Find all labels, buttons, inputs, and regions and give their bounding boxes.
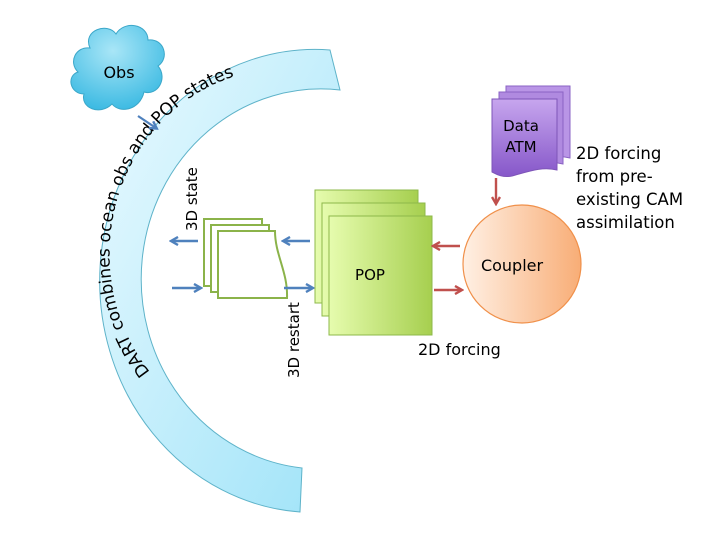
cam-note-line: from pre-	[576, 167, 653, 186]
pop-sheet-front	[328, 215, 433, 336]
coupler-node[interactable]: Coupler	[462, 204, 582, 324]
3d-state-label: 3D state	[183, 167, 201, 231]
3d-restart-label: 3D restart	[285, 302, 303, 378]
cam-note-line: assimilation	[576, 213, 675, 232]
data-atm-stack[interactable]: Data ATM	[491, 85, 571, 177]
restart-files-stack[interactable]	[203, 218, 289, 299]
atm-sheet-front	[491, 98, 558, 177]
cam-note-line: 2D forcing	[576, 144, 662, 163]
dart-arc-band	[99, 48, 341, 513]
coupler-label: Coupler	[481, 256, 544, 275]
data-atm-label-line2: ATM	[505, 138, 536, 156]
pop-label: POP	[355, 266, 385, 284]
cloud-icon	[70, 25, 165, 111]
restart-file-front	[217, 230, 289, 299]
obs-cloud[interactable]: Obs	[70, 25, 165, 111]
cam-note-line: existing CAM	[576, 190, 684, 209]
data-atm-label-line1: Data	[503, 117, 539, 135]
cam-forcing-note: 2D forcing from pre- existing CAM assimi…	[576, 142, 683, 234]
coupler-circle	[462, 204, 582, 324]
obs-to-arc-arrow	[137, 115, 156, 128]
2d-forcing-label: 2D forcing	[418, 340, 501, 359]
obs-label: Obs	[103, 63, 134, 82]
pop-model-stack[interactable]: POP	[314, 189, 433, 336]
